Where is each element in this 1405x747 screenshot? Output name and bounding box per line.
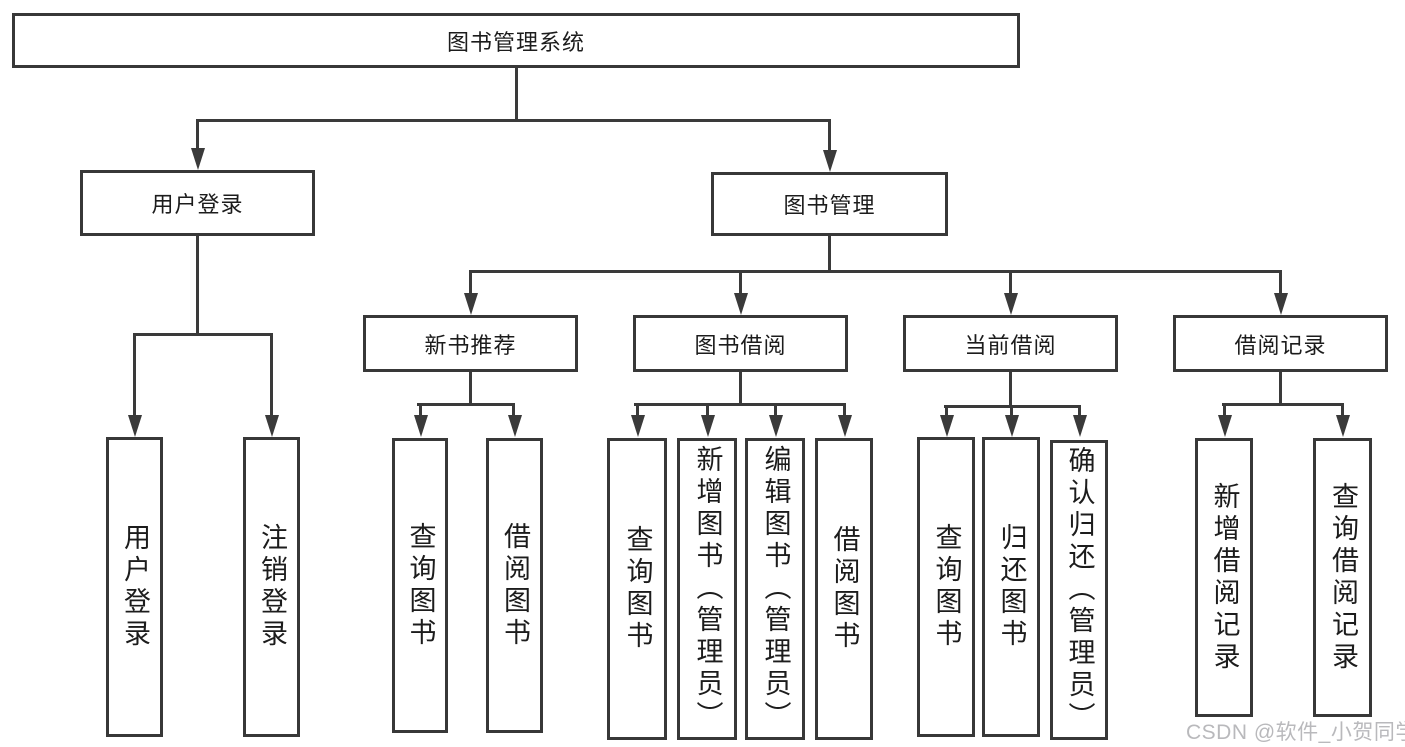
leaf-logout-label: 注销登录 (257, 523, 287, 651)
node-new-book-recommend: 新书推荐 (363, 315, 578, 372)
connector-drop (706, 403, 709, 415)
connector-level2 (196, 119, 831, 122)
connector-drop-user-login (196, 119, 199, 148)
node-book-manage-label: 图书管理 (783, 193, 876, 218)
connector-drop (1223, 403, 1226, 415)
connector-user-login-children (133, 333, 273, 336)
node-user-login-label: 用户登录 (151, 192, 244, 217)
arrow-down-icon (1005, 415, 1019, 437)
connector-drop-book-manage (828, 119, 831, 150)
connector-drop (133, 333, 136, 415)
leaf-confirm-return-admin: 确认归还（管理员） (1050, 440, 1108, 740)
connector-drop (739, 270, 742, 293)
leaf-return-book: 归还图书 (982, 437, 1040, 737)
leaf-label: 确认归还（管理员） (1064, 446, 1095, 734)
leaf-label: 新增借阅记录 (1209, 481, 1240, 674)
watermark: CSDN @软件_小贺同学 (1186, 721, 1405, 744)
node-book-manage: 图书管理 (711, 172, 948, 236)
leaf-label: 查询图书 (622, 525, 653, 653)
leaf-label: 查询图书 (405, 521, 436, 650)
connector-drop (1078, 405, 1081, 415)
arrow-down-icon (823, 150, 837, 172)
leaf-user-login-label: 用户登录 (120, 523, 150, 651)
leaf-label: 查询借阅记录 (1328, 481, 1358, 674)
connector-drop (419, 403, 422, 415)
arrow-down-icon (1336, 415, 1350, 437)
leaf-query-borrow-record: 查询借阅记录 (1313, 438, 1372, 717)
node-new-book-recommend-label: 新书推荐 (424, 332, 517, 358)
node-root: 图书管理系统 (12, 13, 1020, 68)
arrow-down-icon (1218, 415, 1232, 437)
connector-drop (774, 403, 777, 415)
leaf-add-borrow-record: 新增借阅记录 (1195, 438, 1253, 717)
arrow-down-icon (1274, 293, 1288, 315)
connector-drop (1279, 270, 1282, 293)
node-root-label: 图书管理系统 (446, 29, 585, 55)
arrow-down-icon (838, 415, 852, 437)
node-book-borrow-label: 图书借阅 (694, 332, 787, 358)
arrow-down-icon (191, 148, 205, 170)
leaf-borrow-book: 借阅图书 (815, 438, 873, 740)
connector-stem (1279, 372, 1282, 405)
leaf-query-book: 查询图书 (917, 437, 975, 737)
leaf-label: 归还图书 (996, 523, 1027, 651)
connector-drop (469, 270, 472, 293)
leaf-logout: 注销登录 (243, 437, 300, 737)
connector-drop (1010, 405, 1013, 415)
node-borrow-record-label: 借阅记录 (1234, 332, 1327, 358)
arrow-down-icon (1073, 415, 1087, 437)
leaf-borrow-book: 借阅图书 (486, 438, 543, 733)
leaf-label: 借阅图书 (500, 521, 530, 650)
leaf-label: 新增图书（管理员） (692, 445, 723, 733)
connector-children (417, 403, 515, 406)
connector-drop (843, 403, 846, 415)
connector-root-stem (515, 68, 518, 121)
connector-drop (1009, 270, 1012, 293)
connector-drop (1341, 403, 1344, 415)
arrow-down-icon (464, 293, 478, 315)
arrow-down-icon (128, 415, 142, 437)
connector-drop (512, 403, 515, 415)
arrow-down-icon (701, 415, 715, 437)
leaf-add-book-admin: 新增图书（管理员） (677, 438, 737, 740)
leaf-edit-book-admin: 编辑图书（管理员） (745, 438, 805, 740)
leaf-query-book: 查询图书 (607, 438, 667, 740)
connector-drop (636, 403, 639, 415)
connector-stem (739, 372, 742, 405)
connector-level3 (469, 270, 1282, 273)
arrow-down-icon (734, 293, 748, 315)
connector-drop (945, 405, 948, 415)
arrow-down-icon (508, 415, 522, 437)
leaf-query-book: 查询图书 (392, 438, 448, 733)
connector-stem (1009, 372, 1012, 407)
arrow-down-icon (769, 415, 783, 437)
arrow-down-icon (414, 415, 428, 437)
connector-user-login-stem (196, 236, 199, 335)
connector-children (634, 403, 846, 406)
node-current-borrow-label: 当前借阅 (964, 332, 1057, 358)
leaf-label: 查询图书 (931, 523, 962, 651)
leaf-label: 借阅图书 (829, 525, 860, 653)
connector-children (1222, 403, 1344, 406)
connector-book-manage-stem (828, 236, 831, 272)
node-user-login: 用户登录 (80, 170, 315, 236)
connector-stem (469, 372, 472, 405)
arrow-down-icon (631, 415, 645, 437)
node-current-borrow: 当前借阅 (903, 315, 1118, 372)
arrow-down-icon (265, 415, 279, 437)
connector-drop (270, 333, 273, 415)
leaf-label: 编辑图书（管理员） (760, 445, 791, 733)
node-borrow-record: 借阅记录 (1173, 315, 1388, 372)
leaf-user-login: 用户登录 (106, 437, 163, 737)
arrow-down-icon (1004, 293, 1018, 315)
arrow-down-icon (940, 415, 954, 437)
node-book-borrow: 图书借阅 (633, 315, 848, 372)
